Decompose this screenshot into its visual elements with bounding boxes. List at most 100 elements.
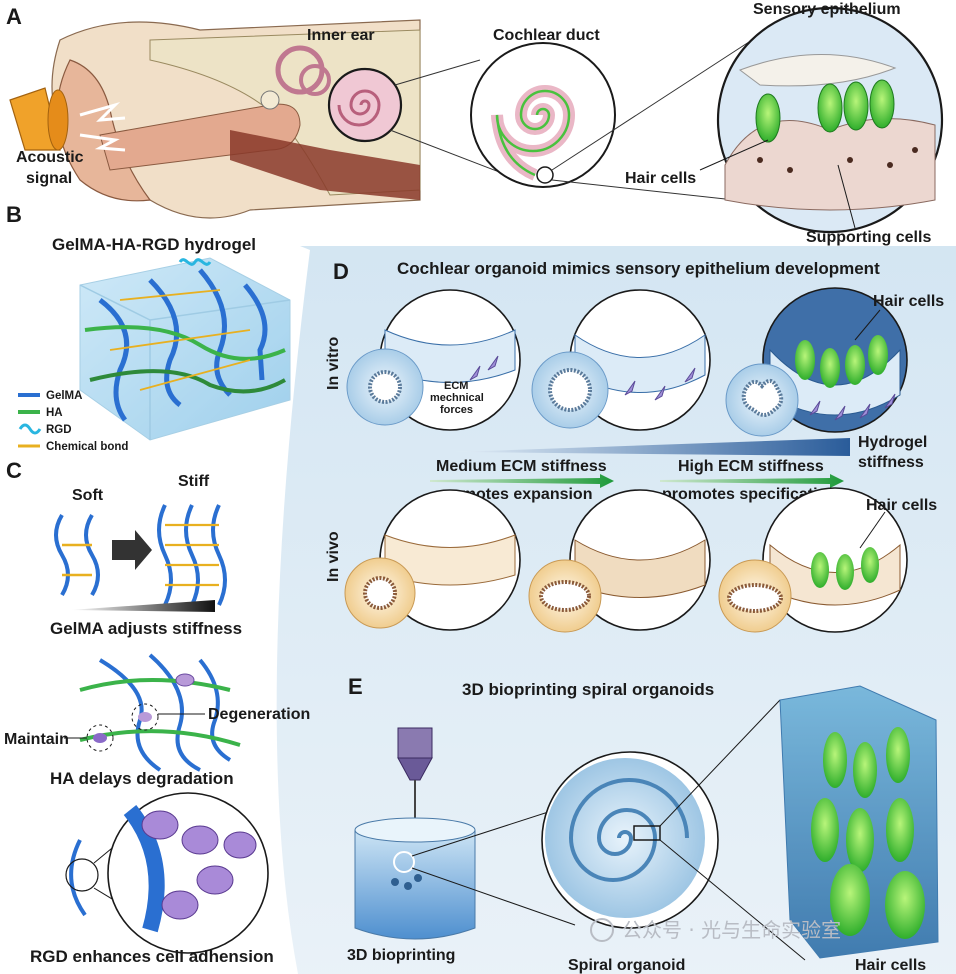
organoid-ring	[741, 378, 784, 417]
vivo-stage1-epithelium	[384, 534, 516, 586]
zoom-line	[411, 867, 576, 926]
printer-head	[397, 727, 433, 759]
soft-strand	[54, 513, 70, 597]
hydrogel-stiffness-bar	[455, 438, 850, 456]
watermark-text: 公众号 · 光与生命实验室	[622, 918, 841, 942]
cell-icon	[93, 733, 107, 743]
ecm-label-2: mechnical	[430, 392, 484, 404]
vitro-stage2-epithelium	[574, 334, 706, 393]
panel-d-letter: D	[333, 259, 349, 284]
hair-cells-pointer	[699, 139, 769, 171]
hair-cell-icon	[861, 547, 879, 583]
ossicle-icon	[260, 90, 280, 110]
zoom-line	[659, 699, 781, 827]
hair-cells-pointer	[859, 511, 886, 549]
stiff-strand	[184, 504, 200, 606]
legend-swatch-rgd	[18, 423, 42, 435]
panel-b: B GelMA-HA-RGD hydrogel GelMA HA RGD Che…	[6, 202, 291, 453]
stiff-strand	[211, 504, 227, 606]
medium-arrow	[430, 474, 614, 488]
rgd-zoom-circle	[65, 858, 99, 892]
printer-nozzle-icon	[397, 757, 433, 781]
chemical-bond	[109, 289, 251, 391]
organoid-ring	[727, 583, 783, 613]
stiff-bonds	[165, 523, 219, 587]
rgd-strand	[69, 839, 87, 917]
force-arrow-icon	[809, 393, 896, 421]
zoom-line	[394, 59, 481, 86]
cell-icon	[141, 810, 179, 840]
cochlea-circle	[327, 67, 403, 143]
panel-e: E 3D bioprinting spiral organoids 3D bio…	[347, 674, 939, 974]
organoid-ring	[548, 368, 592, 412]
gelma-caption: GelMA adjusts stiffness	[50, 619, 242, 638]
hair-cells-label-e: Hair cells	[855, 957, 926, 974]
maintain-label: Maintain	[4, 731, 69, 748]
degeneration-cell-circle	[131, 703, 159, 731]
zoom-line	[411, 804, 571, 857]
stiff-strand	[157, 504, 173, 606]
hair-cell-icon	[886, 727, 910, 783]
soft-label: Soft	[72, 487, 104, 504]
hair-cell-icon	[823, 732, 847, 788]
vat-rim	[354, 817, 476, 843]
panel-e-letter: E	[348, 674, 363, 699]
supporting-cells-pointer	[837, 164, 856, 229]
ecm-label-3: forces	[440, 404, 473, 416]
ha-strand	[79, 678, 231, 692]
horn-mouth-icon	[47, 89, 69, 151]
ha-strand	[89, 369, 286, 394]
hair-cell-icon	[886, 798, 914, 862]
semicircular-canal-icon	[299, 64, 331, 96]
duct-zoom-circle	[536, 166, 554, 184]
watermark: 公众号 · 光与生命实验室	[590, 918, 841, 942]
cell-icon	[196, 865, 234, 895]
panel-e-title: 3D bioprinting spiral organoids	[462, 680, 714, 699]
ha-strand	[84, 325, 286, 361]
hydrogel-cube	[79, 257, 291, 441]
hair-cell-icon	[755, 93, 781, 143]
zoom-line	[659, 839, 806, 961]
legend-rgd: RGD	[46, 424, 72, 436]
hair-cell-icon	[843, 81, 869, 131]
spiral-organoid-label: Spiral organoid	[568, 957, 685, 974]
panel-c: C Soft Stiff GelMA adjusts stiffness Deg…	[4, 458, 310, 966]
medium-stiffness-label: Medium ECM stiffness	[436, 458, 607, 475]
hair-cell-icon	[836, 554, 854, 590]
legend-gelma: GelMA	[46, 390, 82, 402]
hair-cell-icon	[869, 79, 895, 129]
sound-wave-icon	[79, 101, 126, 122]
rgd-caption: RGD enhances cell adhension	[30, 947, 274, 966]
tectorial-membrane	[738, 54, 897, 87]
organoid-ring	[363, 576, 397, 610]
cell-icon	[138, 712, 152, 722]
organoid-ring	[368, 370, 402, 404]
hair-cells-label-d2: Hair cells	[866, 497, 937, 514]
high-arrow	[660, 474, 844, 488]
vitro-stage3-epithelium	[769, 348, 901, 416]
eustachian-tube	[230, 130, 420, 200]
hair-cell-icon	[830, 864, 870, 936]
hydrogel-title: GelMA-HA-RGD hydrogel	[52, 235, 256, 254]
legend-ha: HA	[46, 407, 63, 419]
sensory-epithelium-label: Sensory epithelium	[753, 1, 901, 18]
cell-icon	[161, 890, 199, 920]
high-stiffness-label: High ECM stiffness	[678, 458, 824, 475]
hair-cell-icon	[846, 808, 874, 872]
hair-cell-icon	[845, 345, 865, 385]
hair-cell-icon	[817, 83, 843, 133]
rgd-gelma-fiber	[123, 805, 165, 933]
in-vitro-label: In vitro	[325, 336, 342, 390]
high-promotes-label: promotes specification	[662, 486, 837, 503]
cell-icon	[223, 831, 257, 859]
hair-cell-icon	[885, 871, 925, 939]
stiff-label: Stiff	[178, 473, 210, 490]
panel-c-letter: C	[6, 458, 22, 483]
vivo-stage2-epithelium	[574, 539, 706, 598]
legend: GelMA HA RGD Chemical bond	[18, 390, 128, 453]
hydrogel-label-1: Hydrogel	[858, 434, 927, 451]
inner-ear-label: Inner ear	[307, 27, 375, 44]
hair-cell-icon	[811, 798, 839, 862]
duct-sensory-strip	[495, 89, 571, 177]
stiffness-gradient	[70, 600, 215, 612]
